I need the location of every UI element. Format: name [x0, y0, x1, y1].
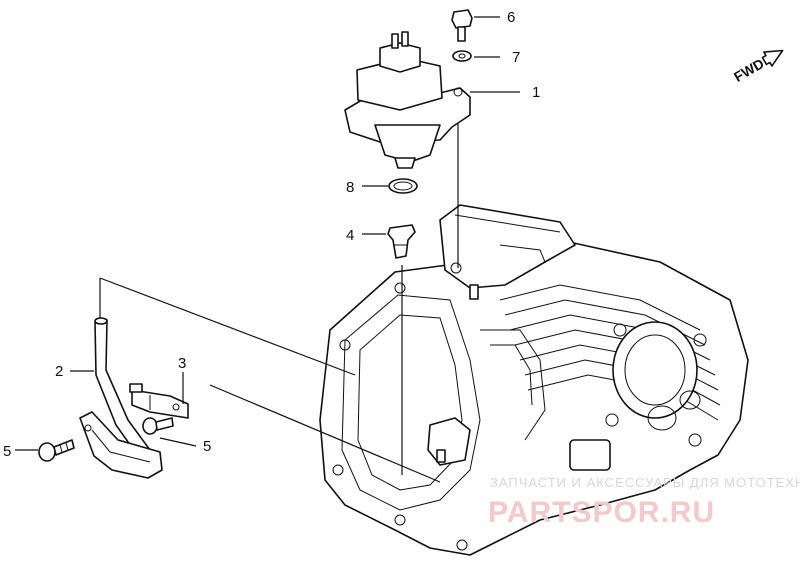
callout-3: 3	[178, 355, 186, 372]
callout-6: 6	[507, 9, 515, 26]
callout-7: 7	[512, 49, 520, 66]
part-5-screw-left	[38, 439, 75, 462]
part-3-bracket	[129, 383, 189, 419]
callout-labels: 1 2 3 4 5 5 6 7 8	[3, 9, 540, 460]
watermark-tagline: ЗАПЧАСТИ И АКСЕССУАРЫ ДЛЯ МОТОТЕХНИКИ	[490, 475, 800, 490]
part-6-bolt	[451, 9, 473, 42]
callout-5-left: 5	[3, 443, 11, 460]
fwd-label: FWD	[731, 55, 767, 85]
callout-5-right: 5	[203, 438, 211, 455]
callout-1: 1	[532, 84, 540, 101]
callout-leaders	[15, 16, 520, 451]
watermark-logo: PARTSPOR.RU	[488, 496, 715, 529]
callout-4: 4	[346, 227, 354, 244]
part-8-o-ring	[388, 178, 418, 194]
leader-lines	[99, 100, 459, 483]
part-5-screw-right	[142, 417, 174, 435]
part-2-tube	[79, 317, 163, 479]
watermark: ЗАПЧАСТИ И АКСЕССУАРЫ ДЛЯ МОТОТЕХНИКИ PA…	[488, 475, 800, 529]
part-7-washer	[452, 50, 472, 62]
callout-2: 2	[55, 363, 63, 380]
part-1-mount-assembly	[344, 31, 471, 169]
fwd-arrow: FWD	[731, 49, 784, 85]
part-4-plug	[387, 224, 416, 259]
callout-8: 8	[346, 179, 354, 196]
